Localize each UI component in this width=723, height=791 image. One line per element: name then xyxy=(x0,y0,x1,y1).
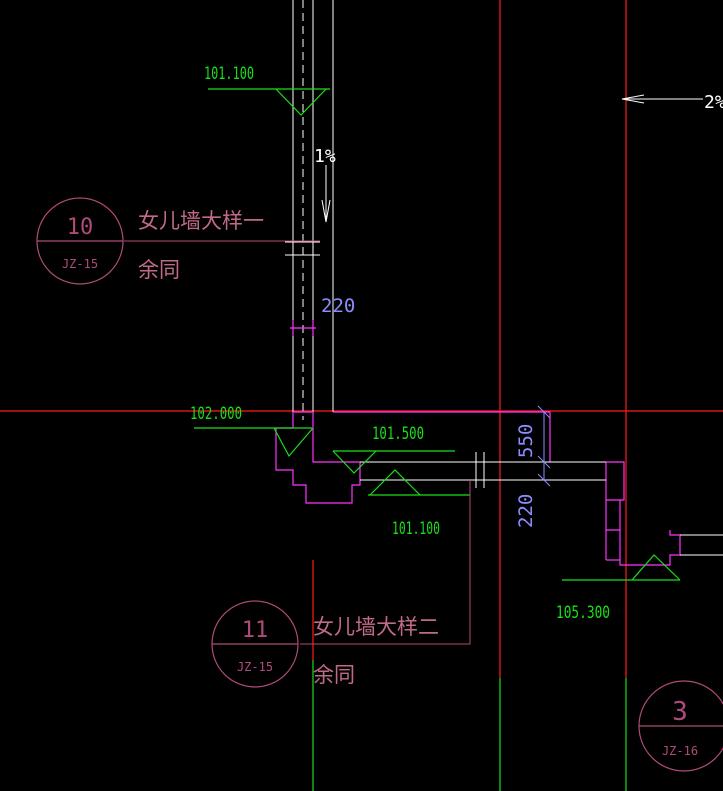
dimension-lines xyxy=(537,405,551,487)
green-lines xyxy=(312,660,627,791)
callout-title: 女儿墙大样一 xyxy=(138,209,264,233)
elevation-label: 101.100 xyxy=(392,519,440,539)
callout-3 xyxy=(638,680,723,772)
callout-number: 10 xyxy=(67,215,94,240)
dimension-label-vertical: 550 xyxy=(515,424,537,458)
callout-sheet: JZ-15 xyxy=(62,257,98,271)
dimension-label: 220 xyxy=(321,295,355,317)
elevation-label: 105.300 xyxy=(556,603,610,623)
callout-note: 余同 xyxy=(313,663,355,687)
elevation-label: 101.100 xyxy=(204,64,254,84)
dimension-label-vertical: 220 xyxy=(515,494,537,528)
axis-lines xyxy=(0,0,723,678)
slope-label-left: 1% xyxy=(314,146,336,167)
elevation-markers xyxy=(194,88,681,581)
callout-note: 余同 xyxy=(138,258,180,282)
callout-leaders xyxy=(124,240,471,645)
elevation-label: 101.500 xyxy=(372,424,424,444)
callout-sheet: JZ-15 xyxy=(237,660,273,674)
callout-title: 女儿墙大样二 xyxy=(313,615,439,639)
callout-number: 3 xyxy=(672,697,688,727)
callout-sheet: JZ-16 xyxy=(662,744,698,758)
slope-arrow-right xyxy=(621,94,703,104)
slope-label-right: 2% xyxy=(704,92,723,113)
callout-11 xyxy=(211,600,299,688)
callout-10 xyxy=(36,197,124,285)
parapet-wall xyxy=(285,0,334,425)
callout-number: 11 xyxy=(242,618,269,643)
elevation-label: 102.000 xyxy=(190,404,242,424)
slab xyxy=(360,452,723,556)
slope-arrow-left xyxy=(321,165,331,223)
